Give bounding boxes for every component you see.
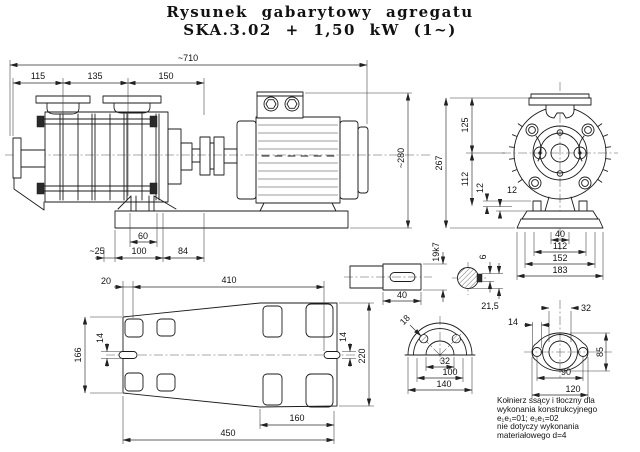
plan-view-drawing [118,302,341,408]
mount-slot-right [323,351,341,359]
drawing-title-line2: SKA.3.02 + 1,50 kW (1~) [183,21,457,39]
dim-front-bolt-offset: 40 [555,229,565,239]
dim-front-bolt-span: 112 [553,241,567,251]
dim-side-foot-span: 60 [138,231,148,241]
coupling [199,136,211,176]
dim-shaft-diameter: 19k7 [431,242,441,262]
dim-side-seg2: 135 [87,71,102,81]
dim-shaft-length: 40 [397,290,407,300]
side-view-dimensions: ~710 115 135 150 ~280 60 ~25 100 84 [9,53,412,262]
baseplate-side [114,195,349,229]
note-line: e₁e₁=01; e₁e₁=02 [497,413,559,423]
dim-key-width: 6 [478,254,488,259]
dim-suction-bolt-circle: 100 [442,367,457,377]
dim-front-top-to-axis: 125 [460,117,470,132]
dim-discharge-width: 120 [565,384,580,394]
note-line: wykonania konstrukcyjnego [497,404,598,414]
baseplate-outline [122,302,338,408]
dim-suction-bolt-hole: 18 [398,313,412,327]
dim-discharge-height: 85 [595,347,605,357]
dim-plan-slot-right: 14 [338,332,348,342]
keyway [389,272,416,282]
note-line: nie dotyczy wykonania [497,422,579,432]
dim-side-overall-height: ~280 [396,148,406,168]
mount-slot-left [118,351,138,359]
dim-side-edge-offset: ~25 [89,246,104,256]
side-view-drawing [12,91,369,229]
flange-bolt-hole [419,334,429,344]
front-view-drawing [508,93,612,229]
dim-side-seg1: 115 [31,71,45,81]
suction-flange-detail: 18 32 100 140 [398,313,476,394]
dim-plan-foot-span: 160 [289,413,304,423]
oval-flange-outline [531,332,589,372]
dim-plan-edge-to-hole: 20 [101,276,111,286]
flange-bolt-hole [451,334,461,344]
side-port-flange-2 [102,95,162,104]
drawing-title-line1: Rysunek gabarytowy agregatu [166,3,474,21]
dim-side-foot-pitch: 100 [131,246,146,256]
note-line: materiałowego d=4 [497,431,567,441]
dim-front-overall-height: 267 [434,155,444,170]
key-section [457,267,479,289]
hex-screw-icon [263,96,279,112]
dim-plan-width-left: 166 [73,347,83,362]
dim-key-height: 21,5 [481,301,499,311]
dim-discharge-bolt-hole: 14 [508,317,518,327]
dim-discharge-bore: 32 [581,303,591,313]
dim-plan-hole-span: 410 [221,275,236,285]
dim-front-base-overall: 183 [552,265,567,275]
top-flange [528,97,592,106]
dim-side-motor-offset: 84 [178,246,188,256]
dim-front-slot2: 12 [507,185,517,195]
motor [236,91,369,212]
dim-front-base-width: 152 [552,253,567,263]
note-line: Kołnierz ssący i tłoczny dla [497,396,595,405]
dim-front-slot1: 12 [475,183,485,193]
front-view-dimensions: 267 125 112 12 12 40 112 152 183 [434,97,604,280]
flange-note: Kołnierz ssący i tłoczny dla wykonania k… [497,396,598,441]
dim-side-overall-length: ~710 [178,53,198,63]
plan-view-dimensions: 20 410 166 14 14 220 160 450 [73,275,374,444]
shaft-detail-drawing: 40 19k7 6 21,5 [349,242,503,311]
dim-plan-width-right: 220 [357,348,367,363]
dim-front-axis-to-base: 112 [460,172,470,186]
casing-bolts [525,123,595,190]
discharge-flange-detail: 32 14 85 90 120 [508,303,610,399]
dim-discharge-bolt-span: 90 [561,367,571,377]
dim-side-seg3: 150 [158,71,173,81]
dim-suction-outer: 140 [436,379,451,389]
dim-suction-bore: 32 [440,356,450,366]
hex-screw-icon [284,96,300,112]
dim-plan-length: 450 [220,428,235,438]
dim-plan-slot-left: 14 [95,333,105,343]
